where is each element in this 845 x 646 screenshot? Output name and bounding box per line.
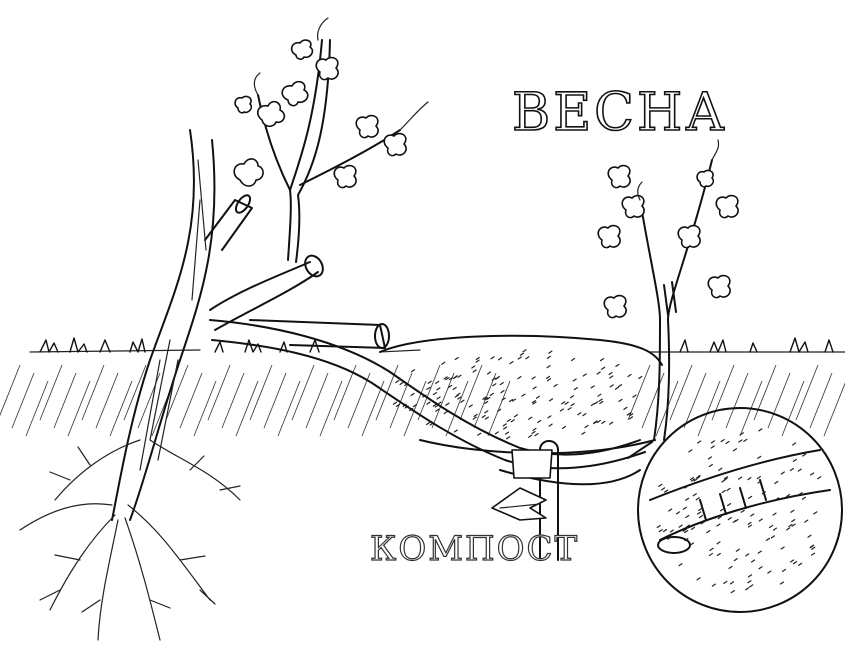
roots [20,440,240,640]
compost-arrow [492,488,546,520]
soil-hatching [0,365,845,436]
new-vine-shoot [598,140,738,440]
compost-label: КОМПОСТ [370,529,579,569]
layered-cane [210,320,645,468]
magnified-rooting-detail [628,408,842,612]
left-vine-shoot [234,18,428,262]
page-title: ВЕСНА [512,83,728,143]
mother-vine-trunk [112,130,326,520]
